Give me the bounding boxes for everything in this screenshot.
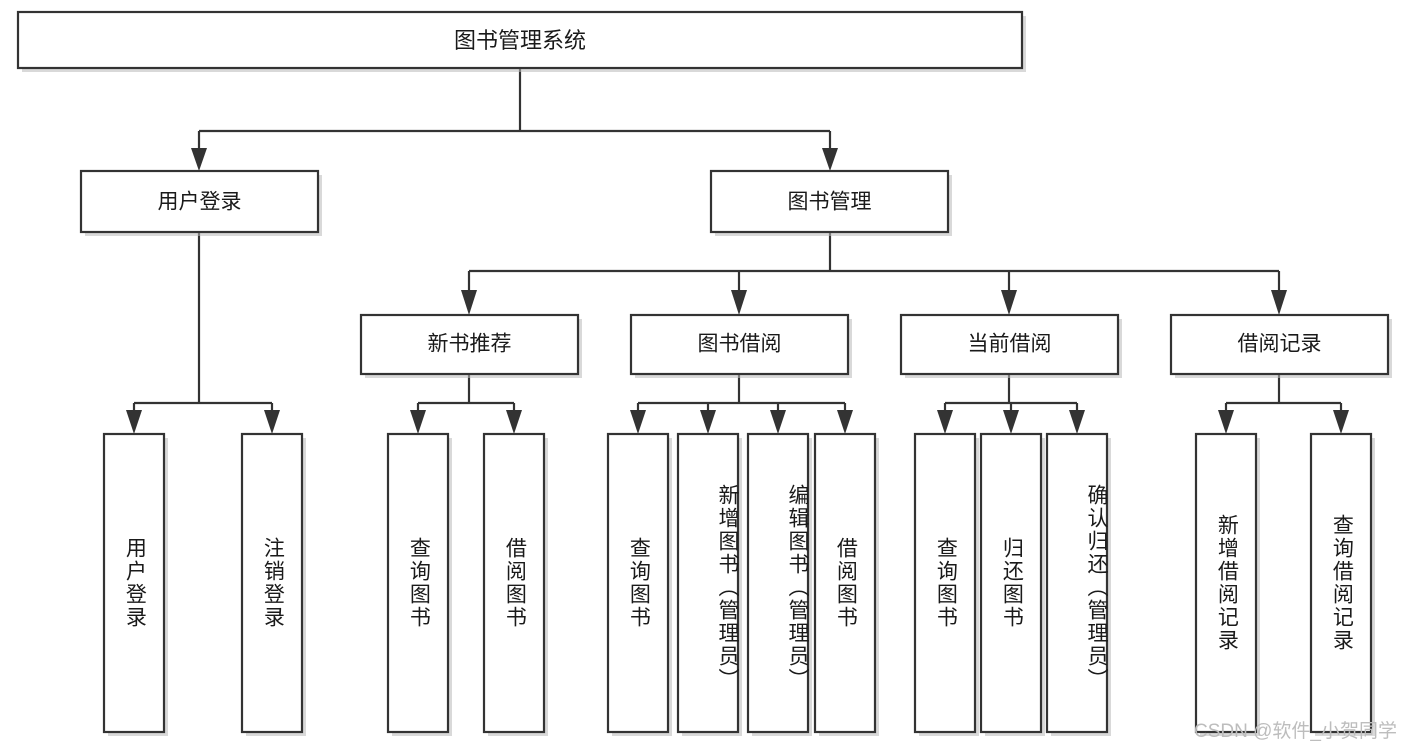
node-root[interactable]: 图书管理系统 bbox=[16, 10, 1026, 72]
node-book-manage-box bbox=[709, 169, 950, 234]
leaf-query-book-3-box bbox=[913, 432, 977, 734]
node-book-manage[interactable]: 图书管理 bbox=[709, 169, 952, 236]
node-leaf-query-book-2[interactable] bbox=[606, 432, 672, 736]
node-leaf-user-login[interactable] bbox=[102, 432, 168, 736]
arrow-book-manage bbox=[822, 148, 838, 171]
node-root-label: 图书管理系统 bbox=[454, 28, 586, 53]
arrow-leaf-user-login bbox=[126, 410, 142, 434]
arrow-leaf-query-book-2 bbox=[630, 410, 646, 434]
arrow-leaf-query-book-1 bbox=[410, 410, 426, 434]
node-borrow-record[interactable]: 借阅记录 bbox=[1169, 313, 1392, 378]
leaf-logout-box bbox=[240, 432, 304, 734]
node-new-book-recommend[interactable]: 新书推荐 bbox=[359, 313, 582, 378]
arrow-leaf-add-book bbox=[700, 410, 716, 434]
node-leaf-return-book[interactable] bbox=[979, 432, 1045, 736]
node-current-borrow-label: 当前借阅 bbox=[968, 333, 1052, 356]
arrow-user-login bbox=[191, 148, 207, 171]
node-leaf-confirm-return[interactable] bbox=[1045, 432, 1111, 736]
arrow-borrow-record bbox=[1271, 290, 1287, 315]
leaf-add-record-box bbox=[1194, 432, 1258, 734]
arrow-leaf-query-book-3 bbox=[937, 410, 953, 434]
arrow-leaf-add-record bbox=[1218, 410, 1234, 434]
arrow-leaf-return-book bbox=[1003, 410, 1019, 434]
arrow-current-borrow bbox=[1001, 290, 1017, 315]
leaf-edit-book-box bbox=[746, 432, 810, 734]
leaf-add-book-box bbox=[676, 432, 740, 734]
node-borrow-record-label: 借阅记录 bbox=[1238, 333, 1322, 356]
node-leaf-query-book-3[interactable] bbox=[913, 432, 979, 736]
arrow-leaf-borrow-book-2 bbox=[837, 410, 853, 434]
node-leaf-borrow-book-1[interactable] bbox=[482, 432, 548, 736]
node-new-book-box bbox=[359, 313, 580, 376]
leaf-query-book-1-box bbox=[386, 432, 450, 734]
leaf-return-book-box bbox=[979, 432, 1043, 734]
node-user-login-label: 用户登录 bbox=[158, 191, 242, 214]
node-current-borrow-box bbox=[899, 313, 1120, 376]
node-book-borrow-box bbox=[629, 313, 850, 376]
node-leaf-query-book-1[interactable] bbox=[386, 432, 452, 736]
node-leaf-add-book[interactable] bbox=[676, 432, 742, 736]
leaf-user-login-box bbox=[102, 432, 166, 734]
node-current-borrow[interactable]: 当前借阅 bbox=[899, 313, 1122, 378]
node-book-borrow-label: 图书借阅 bbox=[698, 333, 782, 356]
leaf-confirm-return-box bbox=[1045, 432, 1109, 734]
arrow-leaf-borrow-book-1 bbox=[506, 410, 522, 434]
node-leaf-logout[interactable] bbox=[240, 432, 306, 736]
arrow-leaf-confirm-return bbox=[1069, 410, 1085, 434]
leaf-query-book-2-box bbox=[606, 432, 670, 734]
node-leaf-borrow-book-2[interactable] bbox=[813, 432, 879, 736]
node-book-borrow[interactable]: 图书借阅 bbox=[629, 313, 852, 378]
node-leaf-add-record[interactable] bbox=[1194, 432, 1260, 736]
arrow-book-borrow bbox=[731, 290, 747, 315]
arrow-new-book bbox=[461, 290, 477, 315]
node-book-manage-label: 图书管理 bbox=[788, 191, 872, 214]
leaf-borrow-book-1-box bbox=[482, 432, 546, 734]
node-borrow-record-box bbox=[1169, 313, 1390, 376]
arrow-leaf-query-record bbox=[1333, 410, 1349, 434]
node-new-book-label: 新书推荐 bbox=[428, 333, 512, 356]
node-leaf-edit-book[interactable] bbox=[746, 432, 812, 736]
leaf-borrow-book-2-box bbox=[813, 432, 877, 734]
arrow-leaf-logout bbox=[264, 410, 280, 434]
arrow-leaf-edit-book bbox=[770, 410, 786, 434]
node-user-login[interactable]: 用户登录 bbox=[79, 169, 322, 236]
watermark-text: CSDN @软件_小贺同学 bbox=[1194, 721, 1397, 742]
node-leaf-query-record[interactable] bbox=[1309, 432, 1375, 736]
node-user-login-box bbox=[79, 169, 320, 234]
leaf-query-record-box bbox=[1309, 432, 1373, 734]
connector-group bbox=[126, 68, 1349, 434]
node-root-box bbox=[16, 10, 1024, 70]
